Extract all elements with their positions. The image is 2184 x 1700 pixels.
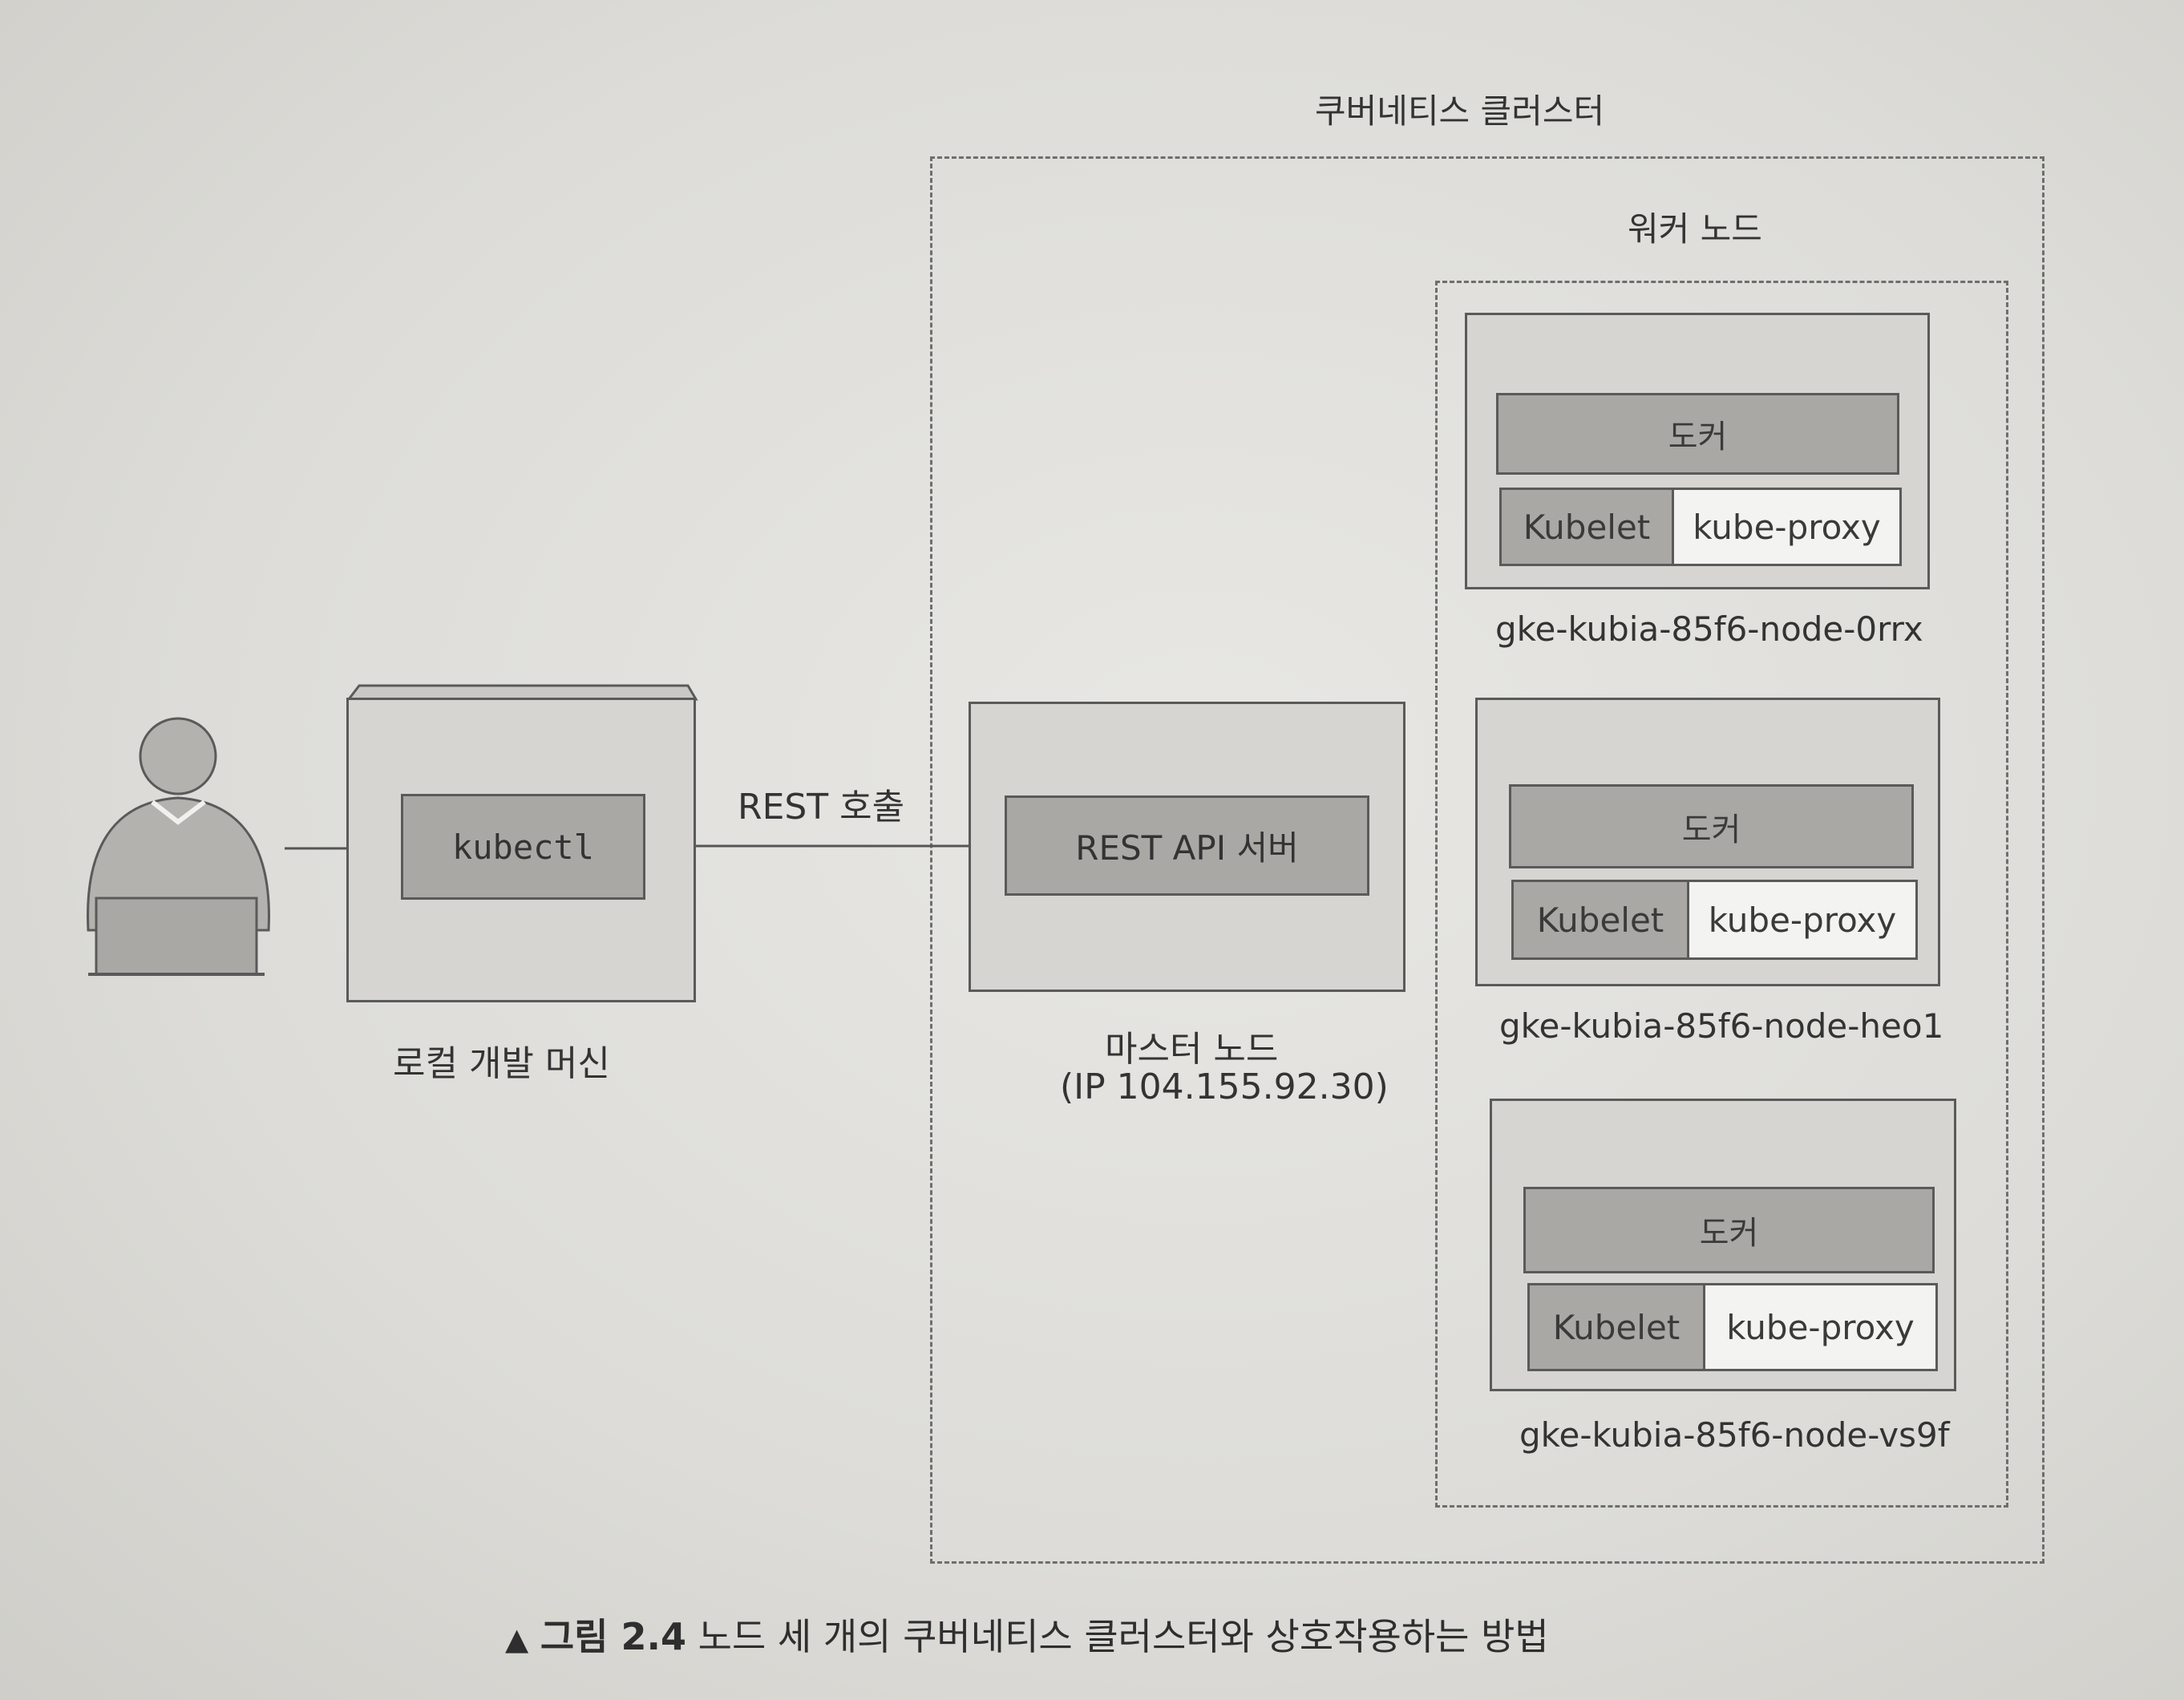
docker-box-3: 도커: [1523, 1187, 1935, 1273]
kubelet-box-2: Kubelet: [1511, 880, 1689, 960]
node-name-1: gke-kubia-85f6-node-0rrx: [1495, 609, 1923, 649]
docker-label: 도커: [1681, 811, 1741, 848]
kube-proxy-label: kube-proxy: [1726, 1307, 1915, 1347]
kube-proxy-label: kube-proxy: [1693, 507, 1881, 547]
docker-box-2: 도커: [1509, 784, 1914, 868]
kubelet-box-3: Kubelet: [1527, 1283, 1705, 1371]
figure-caption: ▲ 그림 2.4 노드 세 개의 쿠버네티스 클러스터와 상호작용하는 방법: [505, 1608, 1549, 1661]
worker-nodes-boundary: [1435, 281, 2008, 1508]
docker-label: 도커: [1699, 1215, 1759, 1252]
caption-text: 노드 세 개의 쿠버네티스 클러스터와 상호작용하는 방법: [698, 1615, 1549, 1658]
kube-proxy-box-2: kube-proxy: [1687, 880, 1918, 960]
kube-proxy-box-3: kube-proxy: [1703, 1283, 1938, 1371]
rest-api-server-box: REST API 서버: [1005, 795, 1369, 896]
cluster-boundary: [930, 156, 2044, 1564]
docker-box-1: 도커: [1496, 393, 1899, 475]
kubelet-box-1: Kubelet: [1499, 488, 1674, 566]
caption-marker: ▲: [505, 1621, 529, 1657]
docker-label: 도커: [1668, 419, 1728, 455]
kubelet-label: Kubelet: [1536, 900, 1664, 940]
kube-proxy-box-1: kube-proxy: [1672, 488, 1902, 566]
local-machine-label: 로컬 개발 머신: [393, 1043, 610, 1084]
user-icon: [87, 717, 270, 976]
node-name-2: gke-kubia-85f6-node-heo1: [1499, 1006, 1944, 1046]
kubectl-box: kubectl: [401, 794, 645, 900]
caption-figure-number: 그림 2.4: [540, 1615, 687, 1658]
cluster-title: 쿠버네티스 클러스터: [1315, 91, 1605, 131]
master-node-label: 마스터 노드: [1105, 1029, 1279, 1070]
master-node-ip: (IP 104.155.92.30): [1060, 1067, 1389, 1107]
rest-call-label: REST 호출: [738, 787, 905, 828]
kube-proxy-label: kube-proxy: [1708, 900, 1897, 940]
kubectl-label: kubectl: [451, 827, 594, 867]
kubelet-label: Kubelet: [1523, 507, 1651, 547]
kubelet-label: Kubelet: [1552, 1307, 1680, 1347]
rest-api-server-label: REST API 서버: [1075, 828, 1299, 868]
worker-nodes-title: 워커 노드: [1628, 209, 1762, 249]
node-name-3: gke-kubia-85f6-node-vs9f: [1519, 1415, 1950, 1455]
